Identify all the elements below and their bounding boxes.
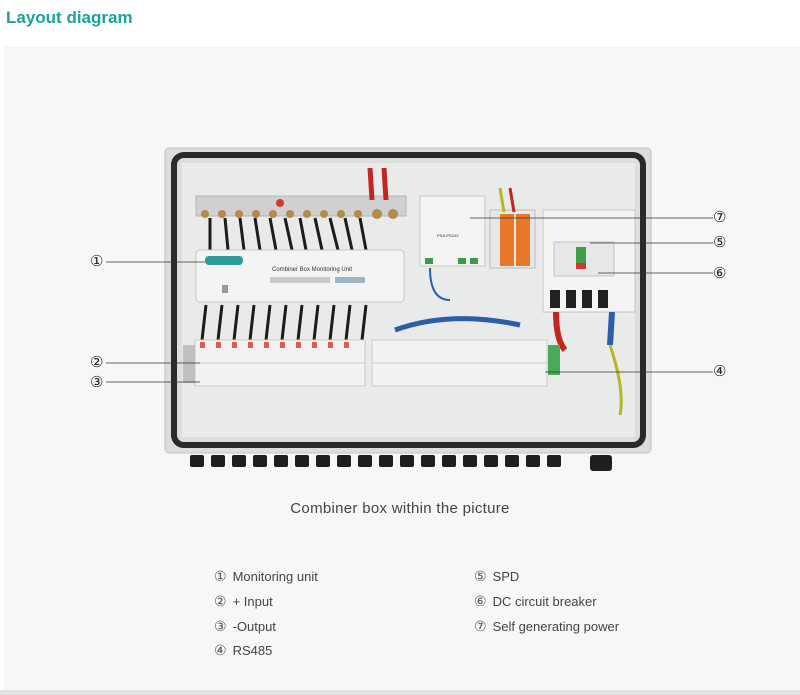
callout-7: ⑦: [713, 209, 727, 226]
dc-breaker-red-mark: [576, 263, 586, 269]
legend-label: RS485: [232, 643, 273, 658]
input-wires-top: [208, 217, 368, 251]
page-title: Layout diagram: [6, 8, 133, 27]
callout-4: ④: [713, 363, 727, 380]
legend-number: ②: [214, 593, 227, 609]
busbar-terminals: [201, 209, 398, 219]
breaker-red-cable: [553, 311, 568, 353]
callout-3: ③: [90, 374, 104, 391]
legend-number: ③: [214, 618, 227, 634]
legend-label: -Output: [232, 619, 276, 634]
legend-number: ④: [214, 642, 227, 658]
monitoring-unit-leds: [335, 277, 365, 283]
legend-item: ④ RS485: [214, 642, 272, 659]
top-busbar: [195, 195, 407, 217]
legend-item: ① Monitoring unit: [214, 568, 318, 585]
input-fuse-row: [194, 339, 366, 387]
legend-label: DC circuit breaker: [492, 594, 597, 609]
legend-item: ⑤ SPD: [474, 568, 519, 585]
legend-item: ⑥ DC circuit breaker: [474, 593, 597, 610]
rs485-terminal: [548, 345, 560, 375]
monitoring-unit-label: Combiner Box Monitoring Unit: [272, 267, 352, 273]
monitoring-unit-logo: [205, 256, 243, 265]
input-wires-bottom: [200, 304, 368, 341]
door-seal: [171, 152, 646, 448]
callout-5: ⑤: [713, 234, 727, 251]
legend-number: ⑦: [474, 618, 487, 634]
monitoring-unit: [195, 249, 405, 303]
cable-glands: [190, 455, 612, 471]
output-fuse-row: [371, 339, 548, 387]
figure-caption: Combiner box within the picture: [290, 500, 510, 517]
legend-item: ⑦ Self generating power: [474, 618, 619, 635]
legend-item: ② + Input: [214, 593, 273, 610]
legend-label: + Input: [232, 594, 273, 609]
bottom-divider: [0, 690, 800, 695]
callout-1: ①: [90, 253, 104, 270]
monitoring-unit-terminals: [270, 277, 330, 283]
legend-label: SPD: [492, 569, 520, 584]
callout-6: ⑥: [713, 265, 727, 282]
dc-breaker-handle: [576, 247, 586, 263]
red-cable: [381, 167, 389, 201]
blue-wire: [429, 267, 451, 301]
red-cable: [367, 167, 375, 201]
terminal-block-left: [183, 345, 195, 383]
power-supply-label: PSA-PS24V: [437, 233, 459, 238]
legend-number: ①: [214, 568, 227, 584]
callout-leader-lines: [106, 217, 713, 383]
spd-module: [500, 214, 514, 266]
callout-2: ②: [90, 354, 104, 371]
legend-item: ③ -Output: [214, 618, 276, 635]
monitoring-unit-port: [222, 285, 228, 293]
legend-number: ⑥: [474, 593, 487, 609]
power-supply: [419, 195, 486, 267]
yellow-green-wire: [498, 187, 506, 213]
legend-label: Self generating power: [492, 619, 620, 634]
spd-module: [516, 214, 530, 266]
combiner-box-illustration: Combiner Box Monitoring Unit PSA-PS24V: [106, 147, 713, 471]
legend-label: Monitoring unit: [232, 569, 318, 584]
red-warning-label: [276, 199, 284, 207]
legend-number: ⑤: [474, 568, 487, 584]
ground-wire: [608, 344, 623, 416]
blue-trunk-cable: [394, 316, 521, 333]
breaker-blue-cable: [607, 311, 615, 346]
